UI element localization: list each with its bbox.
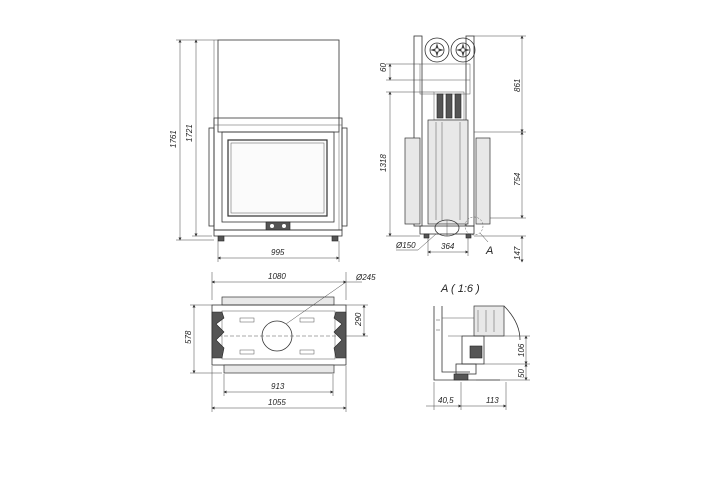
- dim-290: 290: [354, 312, 363, 327]
- door-glass: [227, 139, 328, 217]
- dim-861: 861: [513, 79, 522, 92]
- dim-578: 578: [184, 330, 193, 344]
- detail-title: A ( 1:6 ): [440, 283, 480, 295]
- dim-1055: 1055: [268, 398, 286, 407]
- dim-40-5: 40,5: [438, 396, 454, 405]
- dim-364: 364: [441, 242, 455, 251]
- top-view: 1080 578 Ø245 290 913 1055: [184, 272, 376, 412]
- dim-913: 913: [271, 382, 285, 391]
- detail-a-marker: A: [485, 245, 493, 257]
- dim-106: 106: [517, 343, 526, 357]
- fan-right-icon: [450, 37, 476, 63]
- detail-view-a: A ( 1:6 ) 106 50 40,5: [426, 283, 530, 410]
- dim-flue-245: Ø245: [355, 273, 376, 282]
- fan-left-icon: [424, 37, 450, 63]
- dim-flue-150: Ø150: [395, 241, 416, 250]
- dim-995: 995: [271, 248, 285, 257]
- front-view: 1761 1721 995: [169, 39, 348, 262]
- side-view: 60 1318 861 754 147 364 Ø150 A: [379, 35, 526, 263]
- dim-1721: 1721: [185, 124, 194, 142]
- dim-60: 60: [379, 63, 388, 72]
- dim-1761: 1761: [169, 130, 178, 148]
- dim-1318: 1318: [379, 154, 388, 172]
- dim-754: 754: [513, 172, 522, 186]
- dim-147: 147: [513, 246, 522, 260]
- dim-113: 113: [486, 396, 499, 405]
- dim-1080: 1080: [268, 272, 286, 281]
- dim-50: 50: [517, 369, 526, 378]
